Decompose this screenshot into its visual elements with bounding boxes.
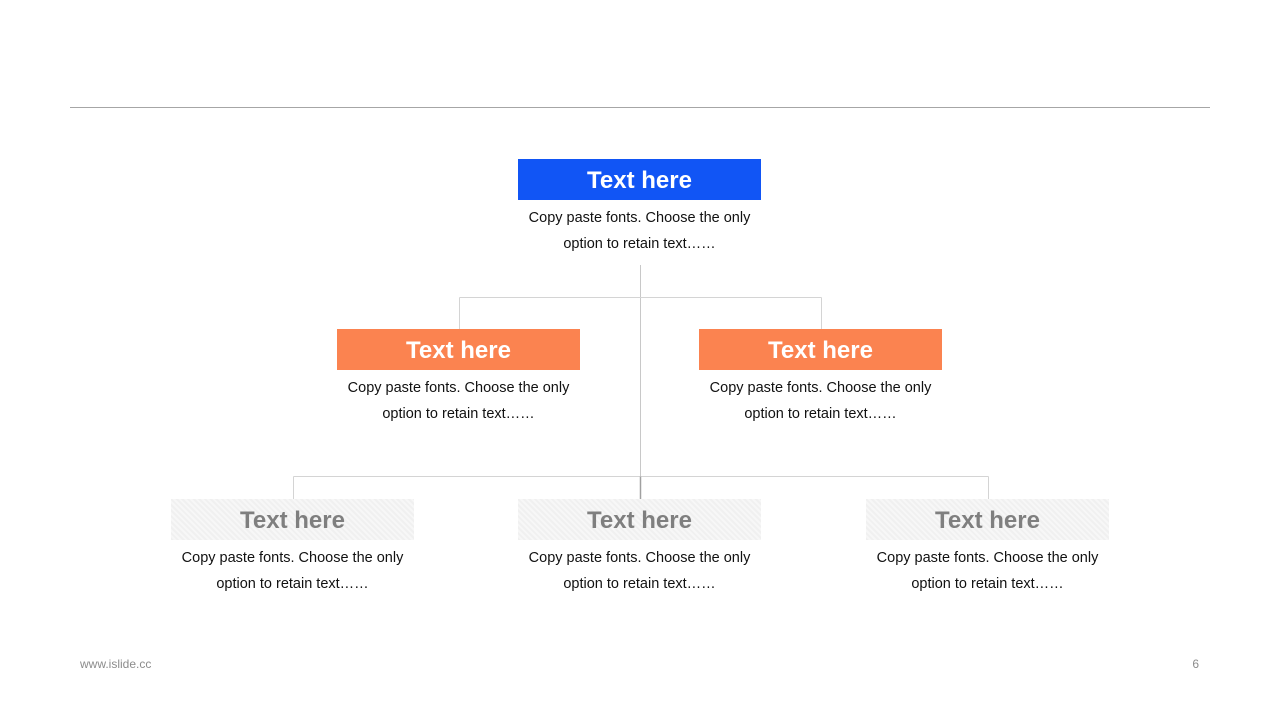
level3-node-description: Copy paste fonts. Choose the only option… bbox=[876, 550, 1099, 592]
level3-node-right: Text here Copy paste fonts. Choose the o… bbox=[866, 499, 1109, 597]
level3-node-title: Text here bbox=[171, 499, 414, 540]
root-node-title: Text here bbox=[518, 159, 761, 200]
level2-node-left: Text here Copy paste fonts. Choose the o… bbox=[337, 329, 580, 427]
level3-node-left: Text here Copy paste fonts. Choose the o… bbox=[171, 499, 414, 597]
page-number: 6 bbox=[1192, 657, 1199, 671]
level3-node-description: Copy paste fonts. Choose the only option… bbox=[181, 550, 404, 592]
level3-node-title: Text here bbox=[866, 499, 1109, 540]
level2-node-description: Copy paste fonts. Choose the only option… bbox=[347, 380, 570, 422]
level3-node-title: Text here bbox=[518, 499, 761, 540]
level3-node-center: Text here Copy paste fonts. Choose the o… bbox=[518, 499, 761, 597]
level3-node-description: Copy paste fonts. Choose the only option… bbox=[528, 550, 751, 592]
footer-url: www.islide.cc bbox=[80, 657, 152, 671]
level2-node-description: Copy paste fonts. Choose the only option… bbox=[709, 380, 932, 422]
level2-node-title: Text here bbox=[699, 329, 942, 370]
level2-node-title: Text here bbox=[337, 329, 580, 370]
top-divider bbox=[70, 107, 1210, 108]
level2-node-right: Text here Copy paste fonts. Choose the o… bbox=[699, 329, 942, 427]
root-node: Text here Copy paste fonts. Choose the o… bbox=[518, 159, 761, 257]
root-node-description: Copy paste fonts. Choose the only option… bbox=[528, 210, 751, 252]
